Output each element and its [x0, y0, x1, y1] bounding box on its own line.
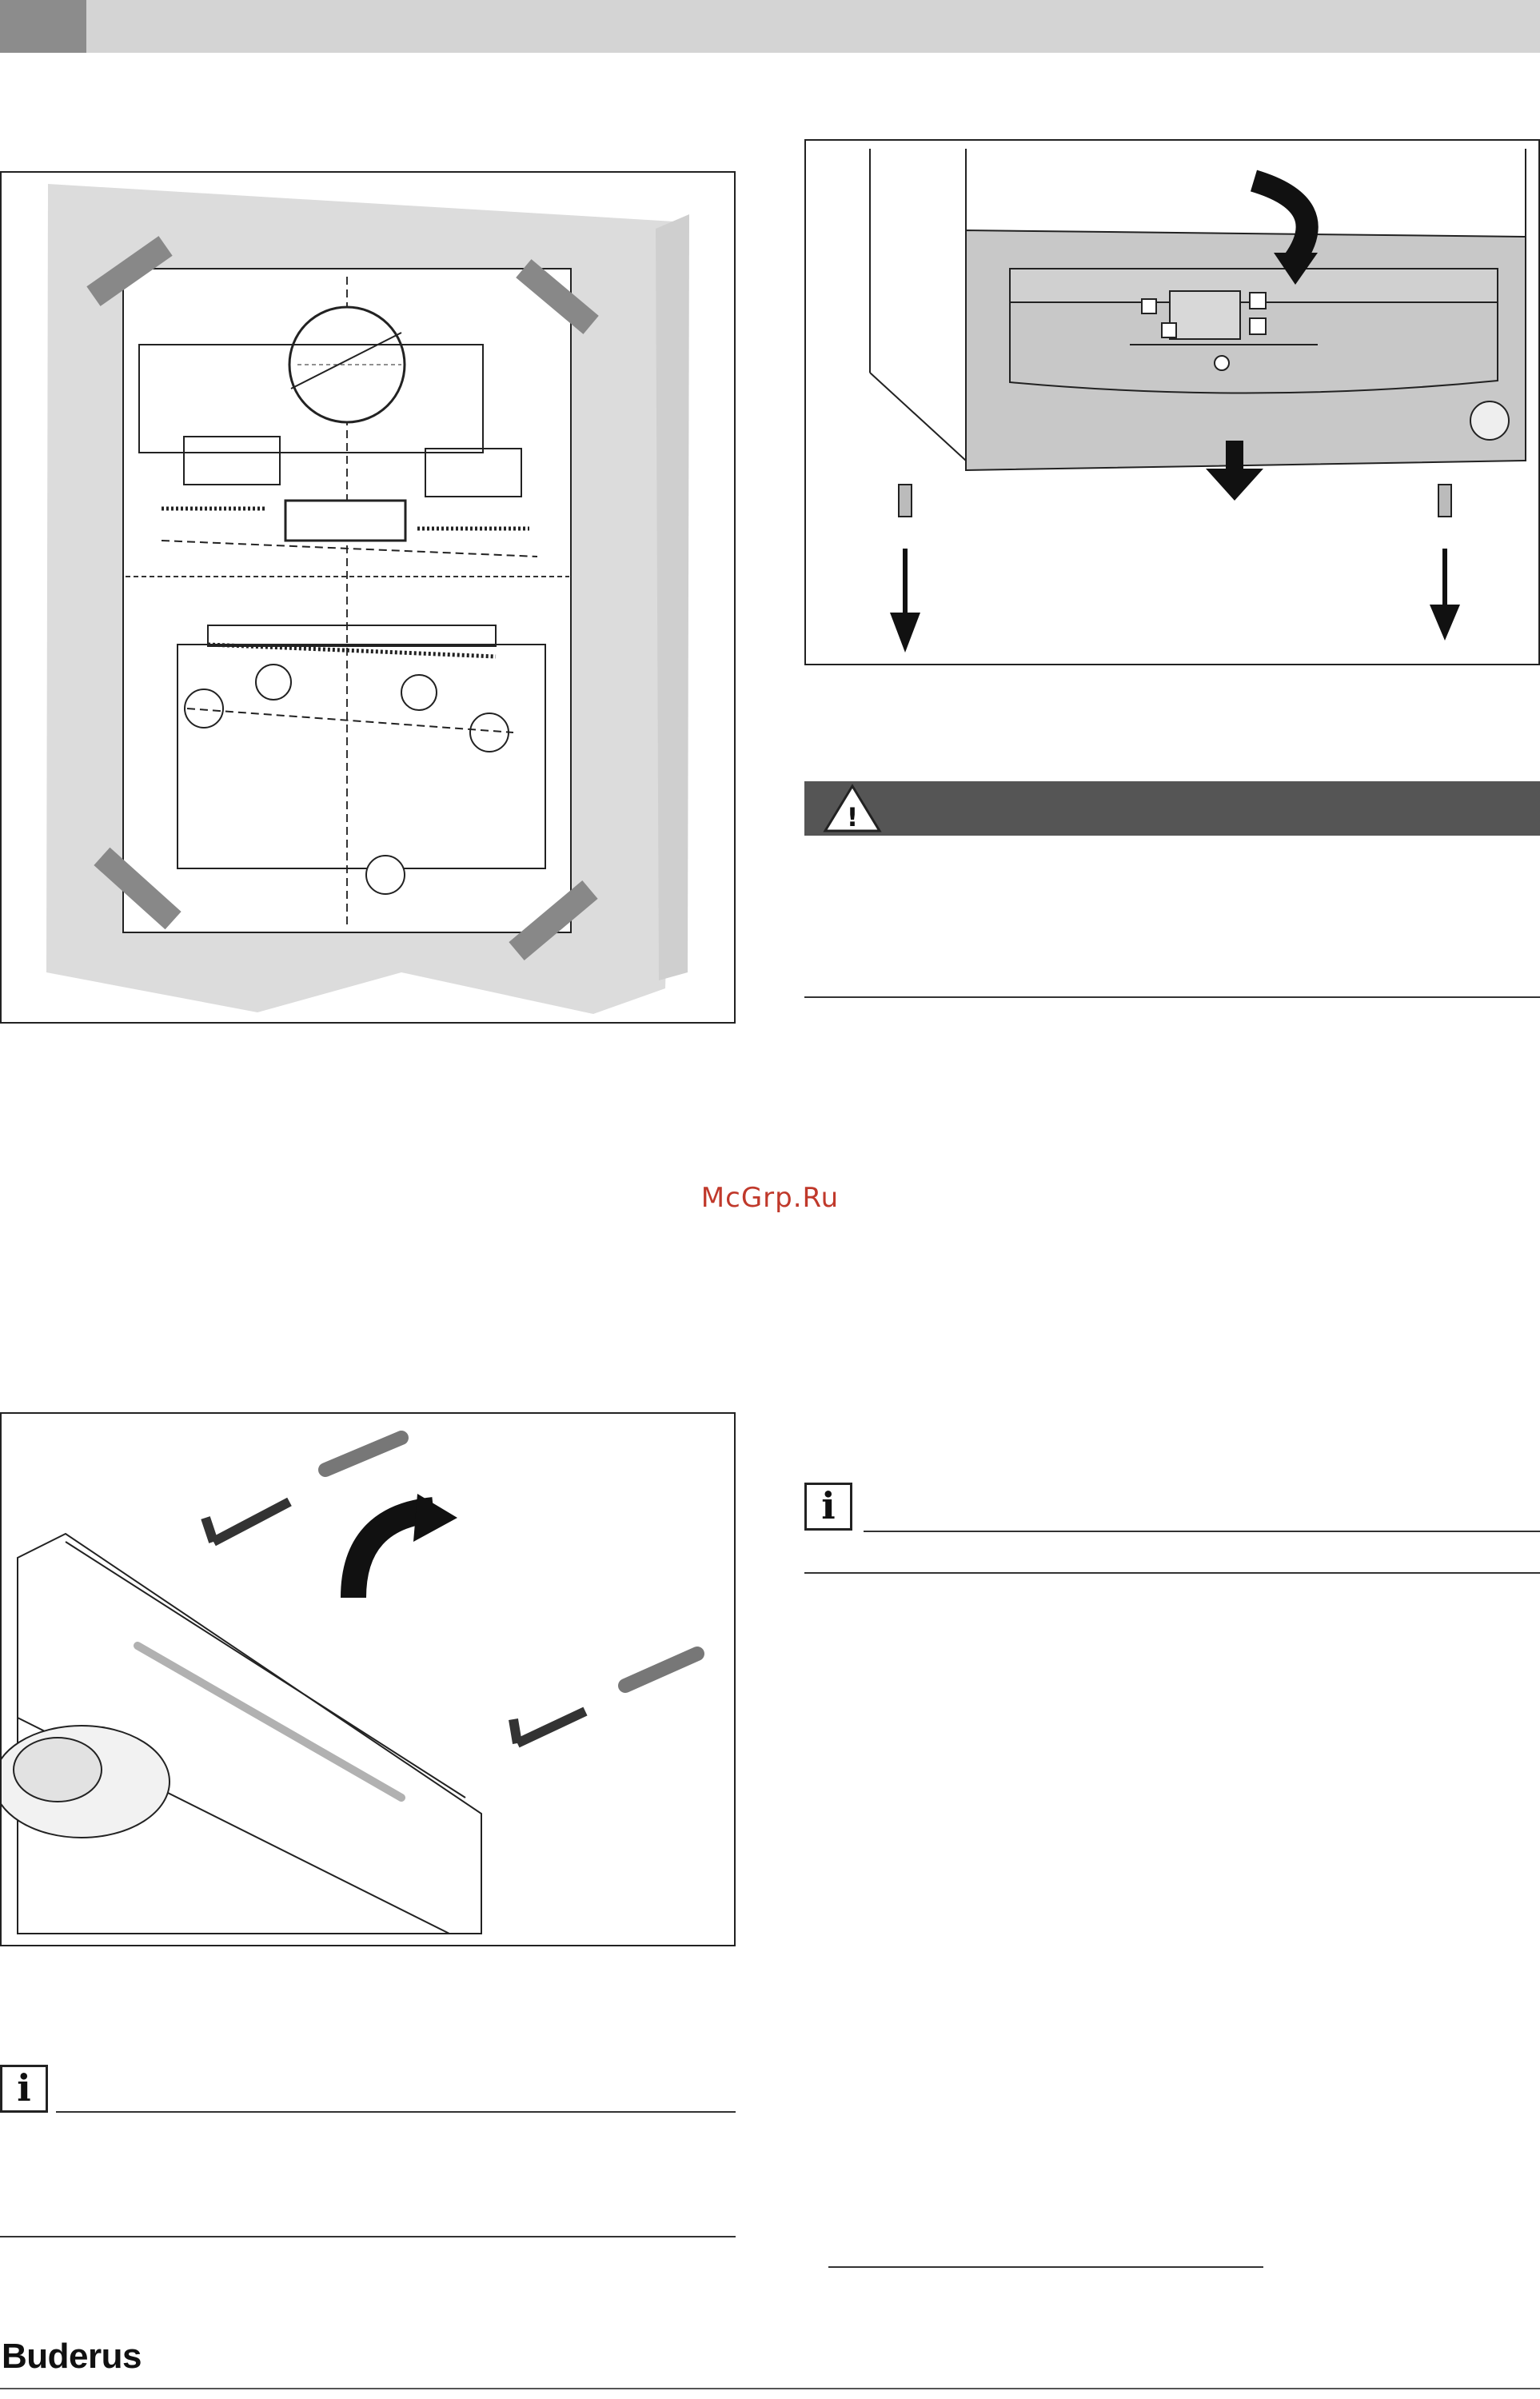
- info-right-bottom-rule: [804, 1572, 1540, 1574]
- info-icon-right: i: [804, 1483, 852, 1531]
- warning-symbol: !: [847, 802, 859, 832]
- info-symbol-left: i: [17, 2066, 31, 2110]
- figure-cover-removal: [804, 139, 1540, 665]
- warning-bar: !: [804, 781, 1540, 836]
- info-icon-left: i: [0, 2065, 48, 2113]
- info-symbol-right: i: [821, 1484, 836, 1527]
- footer-rule: [0, 2388, 1540, 2389]
- footnote-rule: [828, 2266, 1263, 2268]
- figure-wall-template: [0, 171, 736, 1024]
- front-cover-removal-illustration: [869, 149, 1526, 653]
- info-right-top-rule: [864, 1531, 1540, 1532]
- info-left-bottom-rule: [0, 2236, 736, 2237]
- wall-hooks-mounting-illustration: [0, 1431, 704, 1934]
- wall-template-illustration: [46, 184, 689, 1014]
- warning-triangle-icon: !: [823, 784, 882, 832]
- header-tab: [0, 0, 86, 53]
- watermark-text: McGrp.Ru: [700, 1182, 840, 1214]
- brand-logo: Buderus: [2, 2337, 142, 2376]
- header-bar: [0, 0, 1540, 53]
- warning-end-rule: [804, 996, 1540, 998]
- info-left-top-rule: [56, 2111, 736, 2113]
- figure-wall-hooks: [0, 1412, 736, 1946]
